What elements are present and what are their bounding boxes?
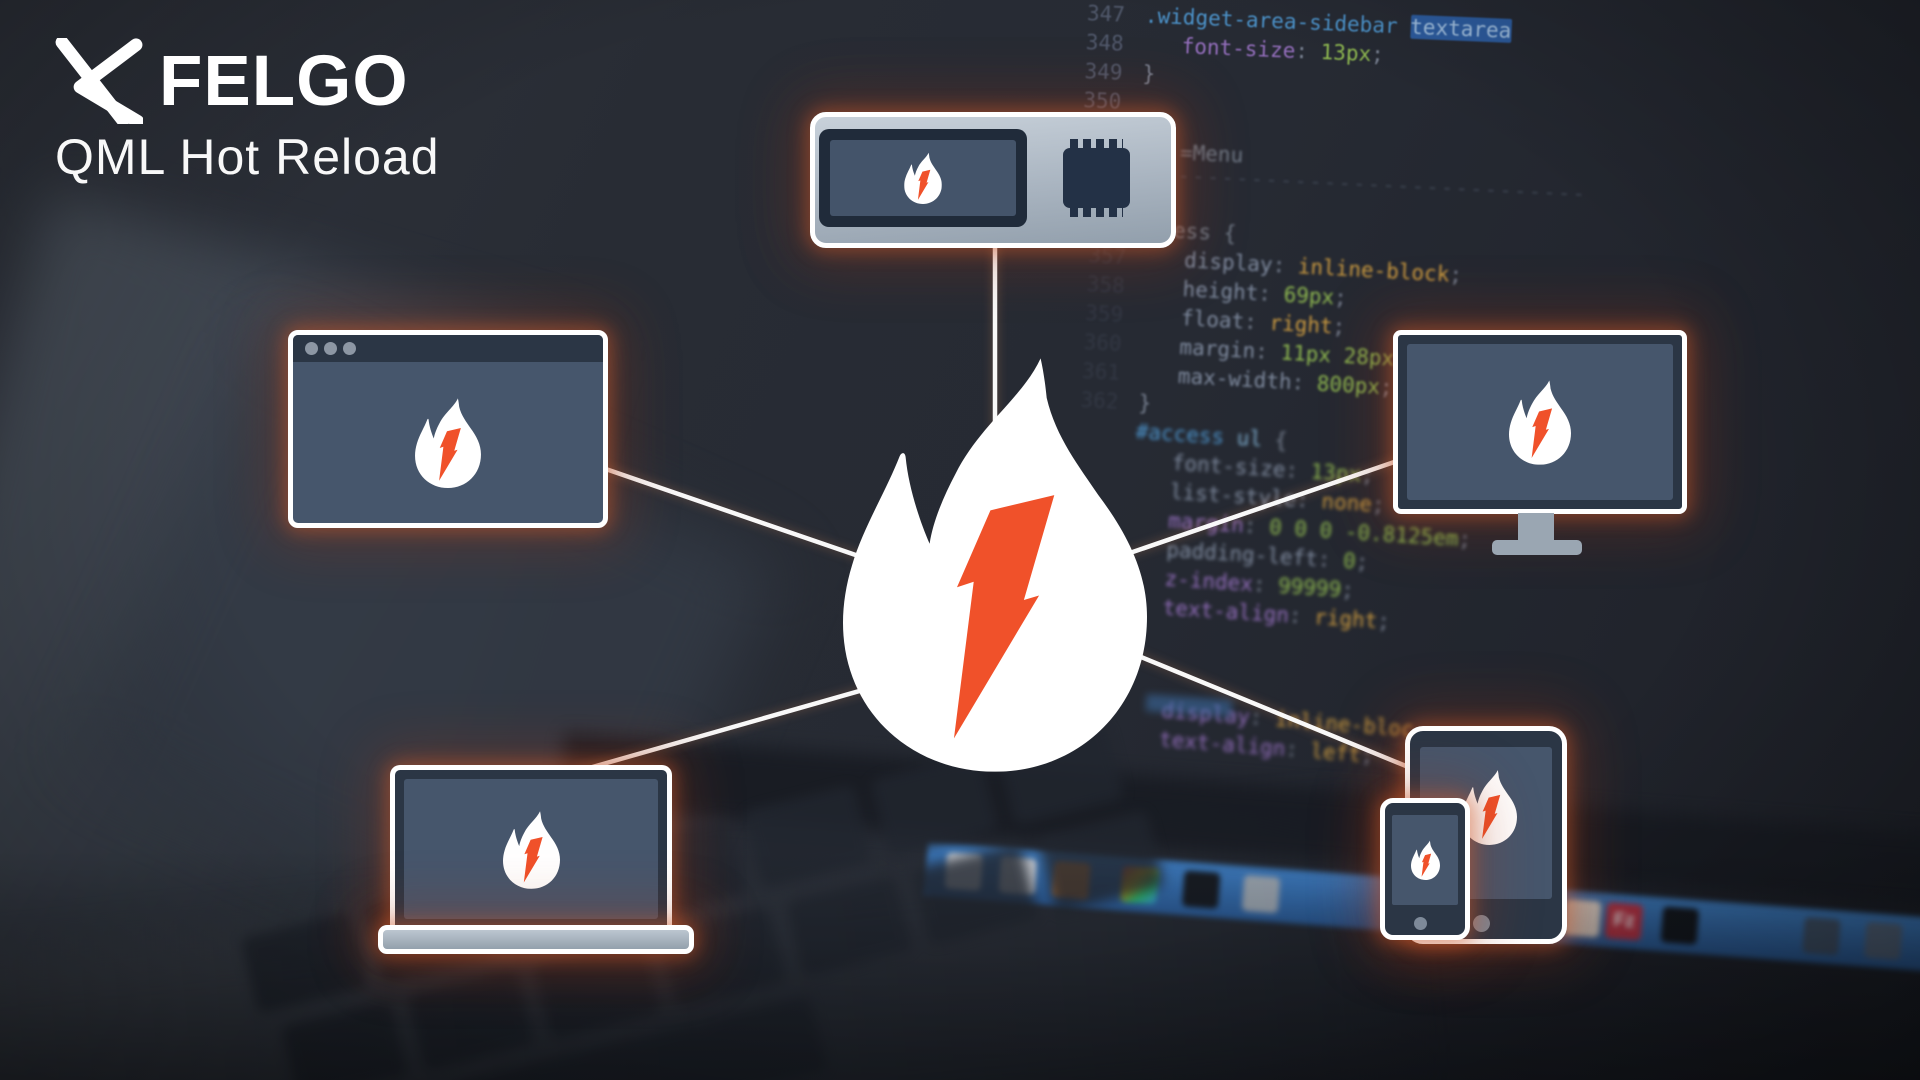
- line-to-mobile-devices: [1094, 635, 1436, 781]
- product-subtitle: QML Hot Reload: [55, 129, 440, 185]
- chip-icon: [1063, 139, 1130, 217]
- flame-icon: [503, 810, 560, 889]
- laptop-base: [378, 925, 694, 954]
- tablet-home-button-icon: [1473, 915, 1490, 932]
- background-bottom-shade: [0, 850, 1920, 1080]
- device-desktop-window: [288, 330, 608, 528]
- monitor-stand-neck: [1518, 513, 1554, 543]
- felgo-logo: FELGO QML Hot Reload: [55, 38, 440, 186]
- line-to-tv-monitor: [1094, 445, 1436, 568]
- flame-icon: [1462, 769, 1517, 845]
- device-embedded-board: [810, 112, 1176, 248]
- device-tablet: [1405, 726, 1567, 944]
- phone-home-button-icon: [1414, 917, 1427, 930]
- hot-reload-flame-icon: [843, 352, 1147, 772]
- monitor-stand-base: [1492, 540, 1582, 555]
- device-laptop: [390, 765, 672, 933]
- brand-name: FELGO: [159, 41, 409, 121]
- line-to-desktop-window: [564, 452, 906, 575]
- window-dot-icon: [324, 342, 337, 355]
- laptop-screen: [404, 779, 658, 919]
- line-to-laptop: [574, 675, 906, 775]
- flame-icon: [1509, 379, 1571, 465]
- device-tv-monitor: [1393, 330, 1687, 514]
- window-dot-icon: [343, 342, 356, 355]
- window-titlebar: [293, 335, 603, 362]
- flame-icon: [1411, 840, 1440, 880]
- monitor-screen: [1407, 344, 1673, 500]
- flame-icon: [415, 397, 481, 488]
- board-screen: [830, 140, 1016, 216]
- phone-screen: [1392, 815, 1458, 905]
- window-body: [293, 362, 603, 523]
- flame-icon: [904, 152, 942, 204]
- device-phone: [1380, 798, 1470, 940]
- window-dot-icon: [305, 342, 318, 355]
- felgo-mark-icon: [55, 38, 143, 124]
- board-screen-frame: [819, 129, 1027, 227]
